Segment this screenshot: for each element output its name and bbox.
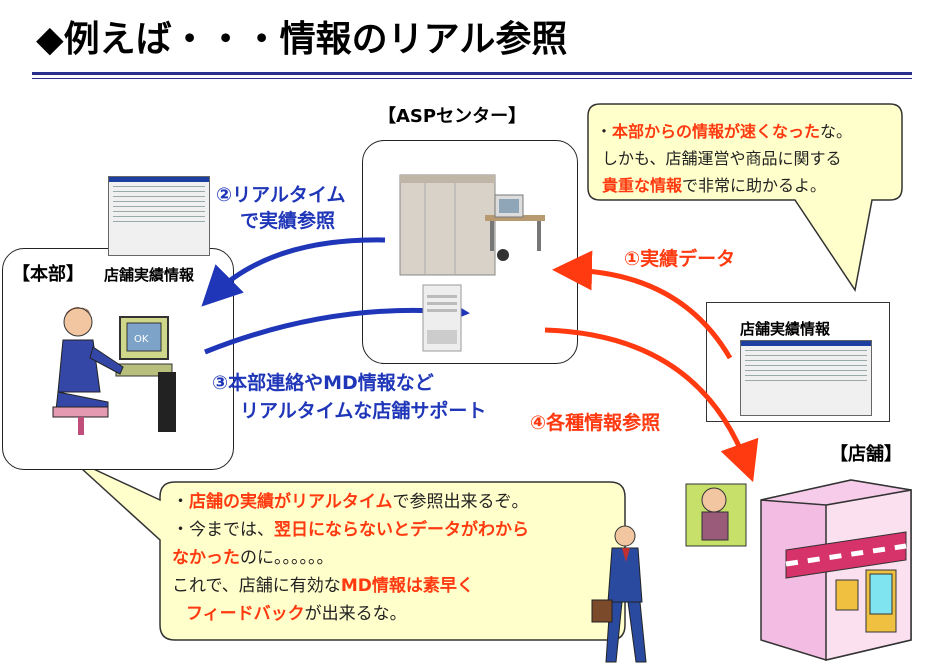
bubble-top-line3-rest: で非常に助かるよ。 <box>682 176 827 195</box>
bubble-bottom-line1-prefix: ・ <box>172 492 189 512</box>
svg-text:OK: OK <box>134 334 149 345</box>
honbu-label: 【本部】 <box>12 264 84 285</box>
bubble-top-line1-prefix: ・ <box>596 122 613 141</box>
bubble-bottom-line2-prefix: ・今までは、 <box>172 520 274 540</box>
store-sheet-image <box>740 340 872 416</box>
store-label: 【店舗】 <box>830 444 902 465</box>
bubble-bottom-line2-highlight: 翌日にならないとデータがわから <box>274 520 529 540</box>
bubble-top-line1: ・本部からの情報が速くなったな。 <box>596 118 852 145</box>
bubble-bottom-line5: フィードバックが出来るな。 <box>172 600 529 628</box>
bubble-bottom-line1-highlight: 店舗の実績がリアルタイム <box>189 492 393 512</box>
bubble-top-line1-highlight: 本部からの情報が速くなった <box>612 122 821 141</box>
arrow-2-label-line2: で実績参照 <box>240 210 336 232</box>
bubble-bottom-line5-highlight: フィードバック <box>186 604 305 624</box>
bubble-bottom-line4-prefix: これで、店舗に有効な <box>172 576 341 596</box>
arrow-1-data <box>552 250 733 360</box>
honbu-box <box>2 248 234 470</box>
bubble-bottom-line4-highlight: MD情報は素早く <box>340 576 474 596</box>
bubble-bottom-line3-rest: のに。。。。。。 <box>240 548 334 568</box>
arrow-2-realtime <box>201 237 386 307</box>
bubble-top-line2: しかも、店舗運営や商品に関する <box>602 149 842 168</box>
title-rule <box>32 72 912 75</box>
bubble-bottom-line1-rest: で参照出来るぞ。 <box>392 492 529 512</box>
arrow-3-label-line2: リアルタイムな店舗サポート <box>240 400 487 422</box>
bubble-bottom-line2: ・今までは、翌日にならないとデータがわから <box>172 516 529 544</box>
page-title: ◆例えば・・・情報のリアル参照 <box>36 19 568 60</box>
bubble-bottom-line5-rest: が出来るな。 <box>304 604 407 624</box>
store-sheet-label: 店舗実績情報 <box>740 320 831 338</box>
server-illustration <box>399 174 545 352</box>
arrow-4-label: ④各種情報参照 <box>530 412 661 434</box>
store-illustration <box>685 479 912 661</box>
walking-man-illustration <box>591 525 647 663</box>
bubble-bottom-line4: これで、店舗に有効なMD情報は素早く <box>172 572 529 600</box>
asp-center-label: 【ASPセンター】 <box>378 106 527 127</box>
office-worker-illustration: OK <box>52 307 176 435</box>
bubble-bottom-text: ・店舗の実績がリアルタイムで参照出来るぞ。 ・今までは、翌日にならないとデータが… <box>172 488 529 628</box>
bubble-top-text: ・本部からの情報が速くなったな。 しかも、店舗運営や商品に関する 貴重な情報で非… <box>596 118 852 199</box>
bubble-bottom-line3: なかったのに。。。。。。 <box>172 544 529 572</box>
bubble-top-shape <box>587 103 903 292</box>
arrow-2-label-line1: ②リアルタイム <box>216 184 346 206</box>
bubble-top-line1-rest: な。 <box>820 122 853 141</box>
honbu-sheet-label: 店舗実績情報 <box>104 266 195 284</box>
bubble-top-line3-highlight: 貴重な情報 <box>602 176 683 195</box>
bubble-bottom-line3-highlight: なかった <box>172 548 240 568</box>
arrow-1-label: ①実績データ <box>624 248 736 270</box>
arrow-4-reference <box>544 327 759 483</box>
arrow-3-label-line1: ③本部連絡やMD情報など <box>212 372 434 394</box>
bubble-bottom-line1: ・店舗の実績がリアルタイムで参照出来るぞ。 <box>172 488 529 516</box>
bubble-bottom-shape <box>69 457 626 641</box>
bubble-top-line3: 貴重な情報で非常に助かるよ。 <box>596 172 852 199</box>
honbu-sheet-image <box>108 176 210 256</box>
title-rule-thin <box>32 78 912 79</box>
